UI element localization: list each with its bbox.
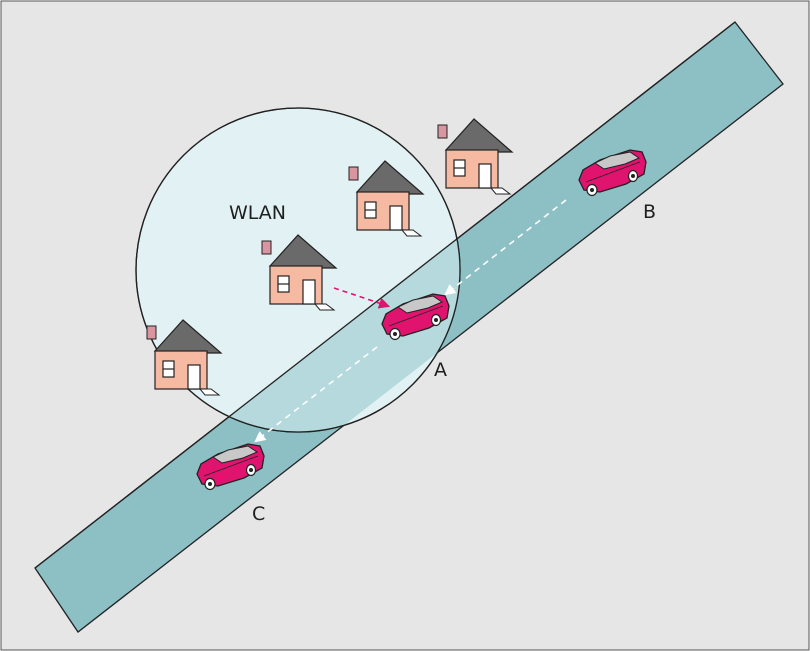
- point-label-b: B: [643, 201, 656, 223]
- path-arrow-b-to-a: [444, 199, 567, 296]
- wlan-label: WLAN: [229, 202, 286, 224]
- point-label-c: C: [252, 503, 265, 525]
- wlan-coverage-outline: [135, 107, 461, 433]
- link-arrow-house-to-car: [333, 287, 391, 309]
- road-edge: [34, 21, 736, 569]
- point-label-a: A: [434, 359, 447, 381]
- path-arrow-a-to-c: [254, 346, 378, 443]
